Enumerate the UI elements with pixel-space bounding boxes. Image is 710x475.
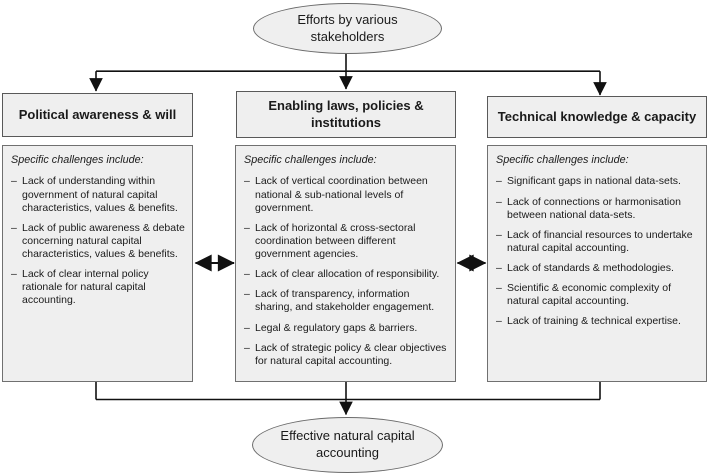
list-item-text: Lack of public awareness & debate concer… xyxy=(22,221,185,261)
list-item: – Lack of clear internal policy rational… xyxy=(11,268,186,307)
bottom-connector xyxy=(95,382,601,416)
dash-bullet: – xyxy=(244,221,250,234)
dash-bullet: – xyxy=(244,321,250,334)
list-item-text: Lack of connections or harmonisation bet… xyxy=(507,195,681,221)
list-item: – Lack of vertical coordination between … xyxy=(244,175,449,214)
list-item-text: Legal & regulatory gaps & barriers. xyxy=(255,321,418,334)
header-label: Political awareness & will xyxy=(18,106,177,122)
list-item: – Lack of clear allocation of responsibi… xyxy=(244,268,449,281)
list-item: – Lack of public awareness & debate conc… xyxy=(11,222,186,261)
list-item: – Legal & regulatory gaps & barriers. xyxy=(244,322,449,335)
list-item-text: Lack of financial resources to undertake… xyxy=(507,228,693,254)
dash-bullet: – xyxy=(496,175,502,188)
dash-bullet: – xyxy=(496,195,502,208)
header-political-awareness: Political awareness & will xyxy=(2,93,193,137)
dash-bullet: – xyxy=(244,341,250,354)
list-item: – Lack of strategic policy & clear objec… xyxy=(244,342,449,368)
challenges-box-political: Specific challenges include: – Lack of u… xyxy=(2,145,193,382)
list-item-text: Scientific & economic complexity of natu… xyxy=(507,282,671,308)
header-label: Enabling laws, policies & institutions xyxy=(268,98,424,130)
top-ellipse: Efforts by various stakeholders xyxy=(253,3,442,54)
dash-bullet: – xyxy=(244,268,250,281)
list-item-text: Lack of clear internal policy rationale … xyxy=(22,268,149,307)
list-item-text: Lack of standards & methodologies. xyxy=(507,262,674,275)
header-technical-knowledge: Technical knowledge & capacity xyxy=(487,96,707,138)
dash-bullet: – xyxy=(11,175,17,188)
list-item-text: Lack of strategic policy & clear objecti… xyxy=(255,341,447,367)
list-item-text: Lack of vertical coordination between na… xyxy=(255,175,428,214)
challenges-box-technical: Specific challenges include: – Significa… xyxy=(487,145,707,382)
list-item: – Lack of understanding within governmen… xyxy=(11,175,186,214)
dash-bullet: – xyxy=(244,288,250,301)
challenges-intro: Specific challenges include: xyxy=(244,154,377,166)
challenges-box-enabling: Specific challenges include: – Lack of v… xyxy=(235,145,456,382)
header-label: Technical knowledge & capacity xyxy=(497,108,697,124)
bottom-ellipse-label: Effective natural capital accounting xyxy=(280,428,415,460)
list-item: – Lack of transparency, information shar… xyxy=(244,288,449,314)
list-item-text: Lack of training & technical expertise. xyxy=(507,315,681,328)
challenges-intro: Specific challenges include: xyxy=(496,154,629,166)
dash-bullet: – xyxy=(496,282,502,295)
list-item-text: Lack of understanding within government … xyxy=(22,175,178,214)
list-item: – Lack of standards & methodologies. xyxy=(496,262,700,275)
dash-bullet: – xyxy=(496,228,502,241)
list-item-text: Significant gaps in national data-sets. xyxy=(507,175,681,188)
bottom-ellipse: Effective natural capital accounting xyxy=(252,417,443,473)
dash-bullet: – xyxy=(496,315,502,328)
dash-bullet: – xyxy=(11,221,17,234)
list-item-text: Lack of horizontal & cross-sectoral coor… xyxy=(255,221,416,261)
list-item: – Lack of financial resources to underta… xyxy=(496,229,700,255)
top-ellipse-label: Efforts by various stakeholders xyxy=(297,11,398,44)
list-item: – Significant gaps in national data-sets… xyxy=(496,175,700,188)
list-item: – Lack of horizontal & cross-sectoral co… xyxy=(244,222,449,261)
top-connector xyxy=(89,53,607,96)
list-item-text: Lack of transparency, information sharin… xyxy=(255,288,435,314)
list-item-text: Lack of clear allocation of responsibili… xyxy=(255,268,440,281)
challenges-intro: Specific challenges include: xyxy=(11,154,144,166)
dash-bullet: – xyxy=(11,268,17,281)
header-enabling-laws: Enabling laws, policies & institutions xyxy=(236,91,456,138)
list-item: – Scientific & economic complexity of na… xyxy=(496,282,700,308)
dash-bullet: – xyxy=(244,175,250,188)
list-item: – Lack of connections or harmonisation b… xyxy=(496,196,700,222)
dash-bullet: – xyxy=(496,262,502,275)
list-item: – Lack of training & technical expertise… xyxy=(496,315,700,328)
